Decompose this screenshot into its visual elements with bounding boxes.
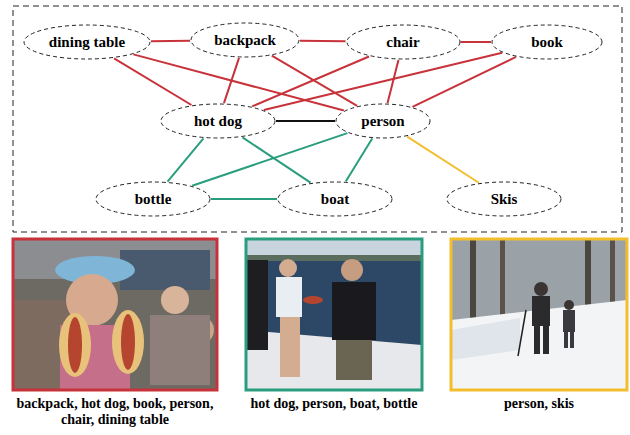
- co-occurrence-edge: [133, 54, 343, 110]
- class-ellipse: Skis: [446, 181, 562, 217]
- class-ellipse: book: [491, 24, 603, 60]
- graph-frame: [13, 6, 622, 232]
- class-ellipse: hot dog: [160, 103, 276, 139]
- co-occurrence-edge: [346, 139, 372, 182]
- photo-caption: backpack, hot dog, book, person, chair, …: [13, 396, 218, 428]
- class-ellipse: person: [335, 103, 431, 139]
- class-label: person: [361, 113, 404, 130]
- co-occurrence-edge: [276, 120, 335, 122]
- co-occurrence-edge: [151, 40, 190, 42]
- co-occurrence-edge: [300, 40, 346, 43]
- class-ellipse: bottle: [95, 181, 211, 217]
- class-label: hot dog: [194, 113, 242, 130]
- photo-caption: person, skis: [453, 396, 625, 412]
- co-occurrence-edge: [461, 41, 492, 43]
- class-label: dining table: [49, 34, 125, 51]
- co-occurrence-edge: [407, 137, 479, 183]
- class-label: Skis: [491, 191, 518, 208]
- class-ellipse: boat: [277, 181, 393, 217]
- class-ellipse: backpack: [190, 22, 300, 58]
- co-occurrence-edge: [388, 60, 399, 103]
- photo-boat: [246, 239, 422, 390]
- photo-skiing: [451, 239, 627, 390]
- co-occurrence-edge: [168, 138, 204, 181]
- class-label: boat: [321, 191, 349, 208]
- photo-caption: hot dog, person, boat, bottle: [248, 396, 420, 412]
- co-occurrence-edge: [192, 133, 347, 186]
- co-occurrence-edge: [242, 137, 310, 182]
- co-occurrence-edge: [114, 58, 191, 105]
- class-ellipse: chair: [346, 24, 461, 60]
- class-label: chair: [386, 34, 419, 51]
- photo-classroom: [13, 239, 217, 390]
- class-label: backpack: [214, 32, 276, 49]
- class-ellipse: dining table: [23, 24, 151, 60]
- co-occurrence-edge: [412, 57, 515, 107]
- class-label: bottle: [135, 191, 172, 208]
- co-occurrence-edge: [211, 198, 277, 200]
- co-occurrence-edge: [224, 58, 239, 103]
- class-label: book: [531, 34, 563, 51]
